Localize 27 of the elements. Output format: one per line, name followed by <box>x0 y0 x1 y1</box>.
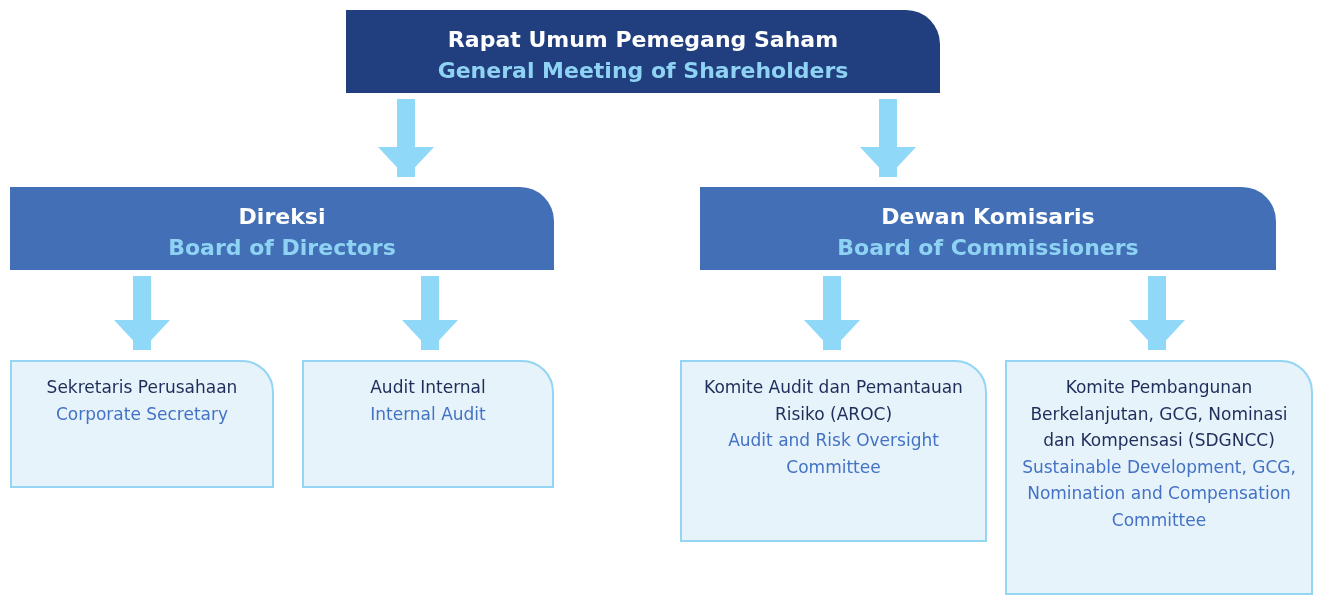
unit-name-english: Board of Directors <box>168 234 396 262</box>
unit-name-english: Board of Commissioners <box>837 234 1139 262</box>
down-arrow <box>860 99 916 177</box>
unit-name-english: Sustainable Development, GCG, Nomination and Compensation Committee <box>1021 455 1297 532</box>
unit-name: Direksi <box>238 203 326 231</box>
down-arrow <box>378 99 434 177</box>
committee-box <box>302 360 554 488</box>
unit-name-english: General Meeting of Shareholders <box>437 57 849 85</box>
unit-name: Komite Pembangunan Berkelanjutan, GCG, Nominasi dan Kompensasi (SDGNCC) <box>1029 376 1289 452</box>
org-unit-box <box>10 187 554 270</box>
unit-name: Audit Internal <box>370 376 486 399</box>
down-arrow <box>402 276 458 350</box>
down-arrow <box>804 276 860 350</box>
unit-name: Komite Audit dan Pemantauan Risiko (AROC) <box>703 376 964 426</box>
unit-name-english: Audit and Risk Oversight Committee <box>727 429 940 479</box>
org-unit-box <box>346 10 940 93</box>
unit-name-english: Corporate Secretary <box>55 402 229 426</box>
unit-name: Dewan Komisaris <box>881 203 1095 231</box>
committee-box <box>10 360 274 488</box>
committee-box <box>680 360 987 542</box>
unit-name: Sekretaris Perusahaan <box>46 376 238 399</box>
committee-box <box>1005 360 1313 595</box>
down-arrow <box>1129 276 1185 350</box>
org-unit-box <box>700 187 1276 270</box>
unit-name-english: Internal Audit <box>370 402 486 426</box>
unit-name: Rapat Umum Pemegang Saham <box>447 26 839 54</box>
down-arrow <box>114 276 170 350</box>
